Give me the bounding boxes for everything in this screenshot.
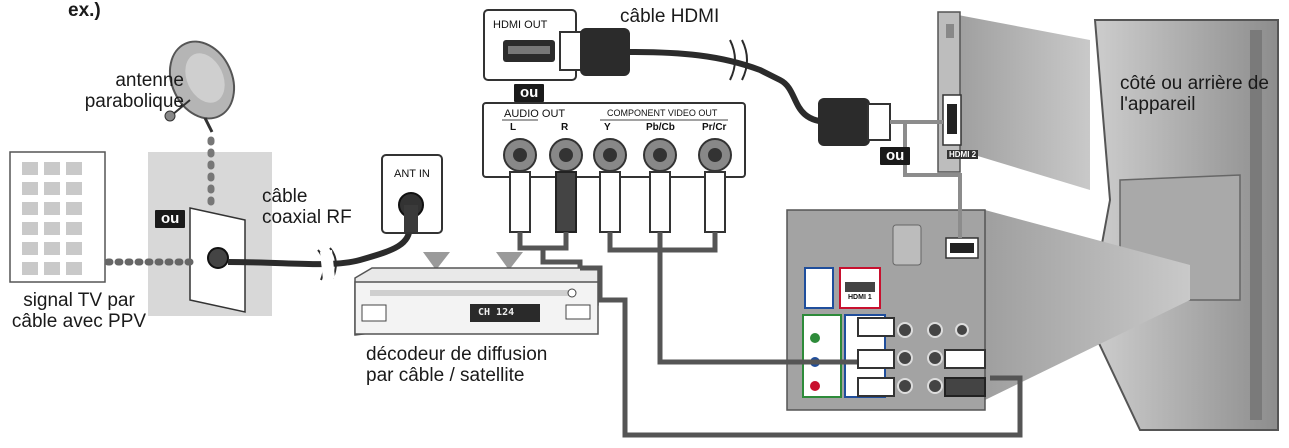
side-panel-projection xyxy=(958,15,1090,190)
tv-side-panel xyxy=(937,11,962,173)
tv-side-label: côté ou arrière de l'appareil xyxy=(1120,73,1269,115)
building-icon xyxy=(9,151,106,283)
hdmi2-label: HDMI 2 xyxy=(947,150,979,159)
coax-cable xyxy=(227,224,413,268)
component-out-label: COMPONENT VIDEO OUT xyxy=(607,108,718,118)
rca-jacks xyxy=(503,138,732,172)
dish-label: antenne parabolique xyxy=(84,70,184,112)
back-panel-projection xyxy=(985,210,1190,400)
decoder-display-text: CH 124 xyxy=(478,307,515,318)
hdmi-out-label: HDMI OUT xyxy=(493,19,548,31)
corner-fragment-text: ex.) xyxy=(68,0,101,21)
tv-side-rca-plugs xyxy=(857,317,986,397)
decoder-label: décodeur de diffusion par câble / satell… xyxy=(366,344,548,386)
ou-badge-dish: ou xyxy=(155,210,186,228)
jack-y-label: Y xyxy=(604,122,611,133)
jack-r-label: R xyxy=(561,122,569,133)
jack-pr-label: Pr/Cr xyxy=(702,122,727,133)
decoder-box xyxy=(354,267,599,336)
hdmi1-label: HDMI 1 xyxy=(848,294,872,301)
jack-pb-label: Pb/Cb xyxy=(646,122,675,133)
arrow-down-2 xyxy=(496,252,523,270)
coax-label: câble coaxial RF xyxy=(262,186,352,228)
jack-l-label: L xyxy=(510,122,517,133)
audio-out-label: AUDIO OUT xyxy=(504,108,566,120)
ou-badge-tv: ou xyxy=(880,147,911,165)
hdmi-cable xyxy=(559,28,891,146)
cable-signal-label: signal TV par câble avec PPV xyxy=(11,290,147,332)
rca-plugs xyxy=(509,171,726,233)
ant-in-label: ANT IN xyxy=(394,168,430,180)
wall-jack xyxy=(207,247,229,269)
hdmi-cable-label: câble HDMI xyxy=(620,6,720,27)
ou-badge-hdmi: ou xyxy=(514,84,545,102)
arrow-down-1 xyxy=(423,252,450,270)
rca-cables xyxy=(517,232,1023,438)
satellite-dish-icon xyxy=(164,40,236,133)
